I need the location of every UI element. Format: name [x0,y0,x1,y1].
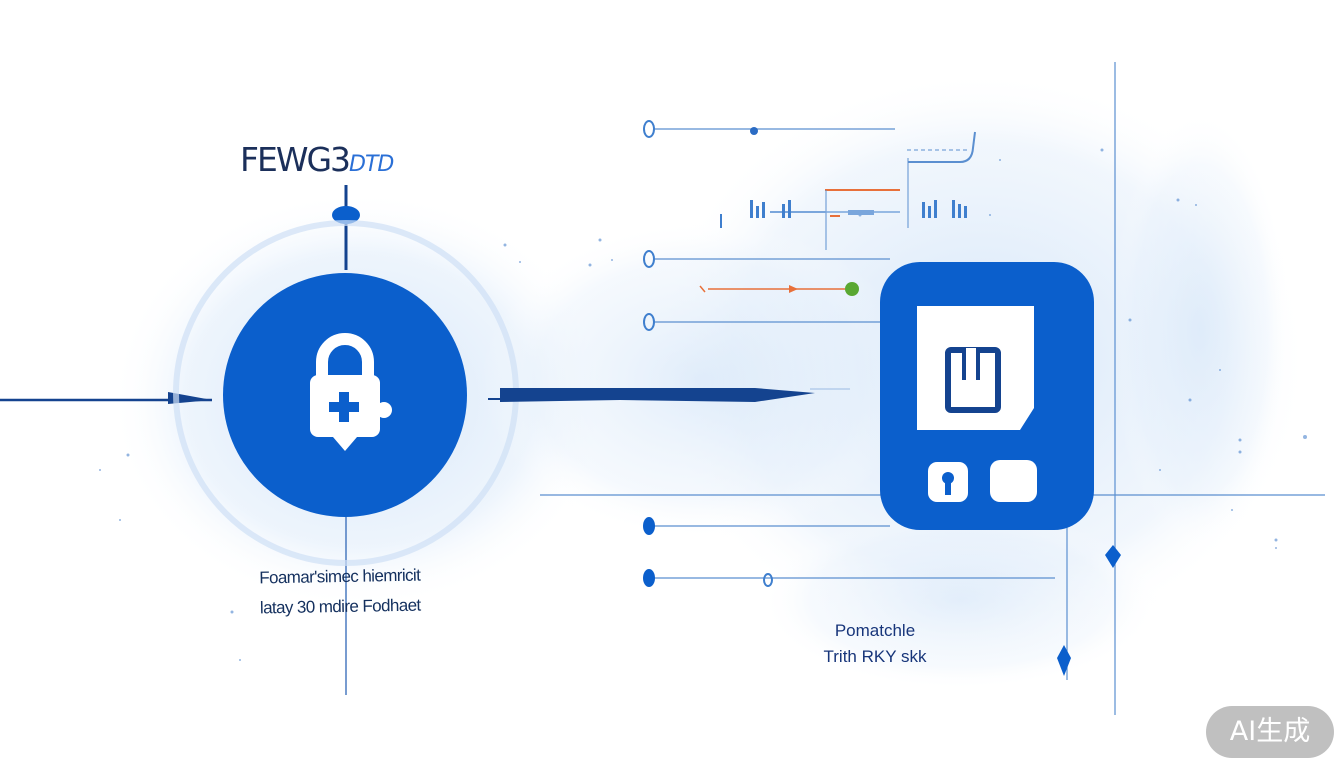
right-caption-line2: Trith RKY skk [823,647,927,666]
right-caption: Pomatchle Trith RKY skk [800,618,950,670]
ai-generated-badge: AI生成 [1206,706,1334,758]
center-lock-node [223,273,467,517]
guide-endpoints [643,120,1121,676]
lock-icon [310,333,392,451]
connector-node [332,206,360,224]
signal-line [699,282,859,296]
diagram-heading: FEWG3DTD [240,140,394,179]
left-caption-line2: latay 30 mdire Fodhaet [259,595,421,618]
center-vertical-line [332,185,360,695]
heading-main: FEWG3 [240,140,351,179]
speckle-dots [99,148,1307,661]
device-node [880,262,1094,530]
guide-lines [540,62,1325,715]
device-icon [917,306,1037,502]
flow-arrow [488,388,850,402]
left-caption-line1: Foamar'simec hiemricit [259,565,421,588]
left-caption: Foamar'simec hiemricit latay 30 mdire Fo… [229,560,450,624]
right-caption-line1: Pomatchle [834,621,916,640]
mini-chart-glyphs [720,131,976,250]
heading-tail: DTD [349,152,394,177]
